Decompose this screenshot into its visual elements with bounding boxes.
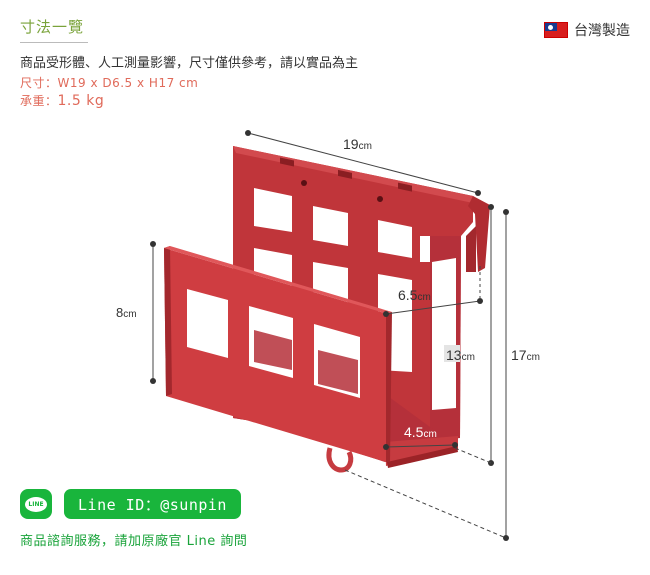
front-depth-dim-label: 4.5cm (404, 424, 437, 440)
front-height-dim-label: 8cm (116, 305, 137, 320)
back-height-label-bg (444, 345, 460, 362)
origin-label: 台灣製造 (574, 23, 630, 39)
line-id-button[interactable]: Line ID：@sunpin (64, 489, 241, 519)
weight-label: 承重： (20, 94, 58, 108)
line-app-icon[interactable]: LINE (20, 489, 52, 519)
front-panel (164, 246, 392, 473)
weight-spec: 承重：1.5 kg (20, 92, 104, 109)
dimension-labels: 19cm 17cm 8cm 13cm 6.5cm 4.5cm (116, 136, 540, 440)
height-dim-label: 17cm (511, 347, 540, 363)
origin-badge: 台灣製造 (544, 20, 630, 40)
width-dim-label: 19cm (343, 136, 372, 152)
size-spec: 尺寸：W19 x D6.5 x H17 cm (20, 76, 199, 90)
section-title: 寸法一覽 (20, 18, 85, 36)
taiwan-flag-icon (544, 22, 568, 38)
dimension-lines (150, 130, 509, 541)
measurement-notice: 商品受形體、人工測量影響，尺寸僅供參考，請以實品為主 (20, 56, 359, 71)
line-logo-bubble: LINE (25, 496, 47, 512)
depth-dim-label: 6.5cm (398, 287, 431, 303)
title-underline (20, 42, 88, 43)
weight-value: 1.5 kg (57, 93, 105, 109)
consult-text: 商品諮詢服務，請加原廠官 Line 詢問 (20, 534, 248, 549)
back-height-dim-label: 13cm (446, 347, 475, 363)
